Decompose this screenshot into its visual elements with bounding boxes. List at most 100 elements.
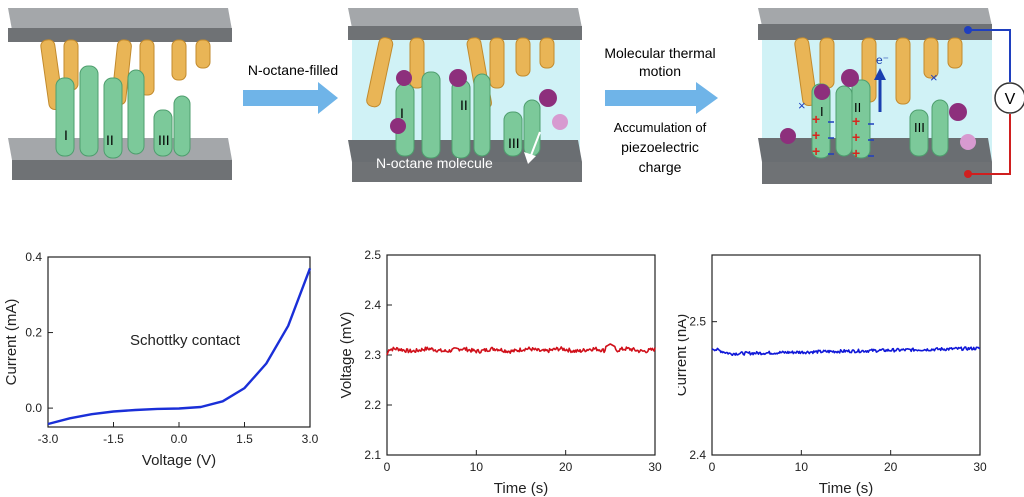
octane-molecule xyxy=(390,118,406,134)
series-line xyxy=(47,267,312,426)
x-axis-label: Time (s) xyxy=(494,480,548,497)
y-axis-label: Voltage (mV) xyxy=(338,312,355,399)
wire-top xyxy=(968,29,1011,82)
nanofiber-array-octane: I II III N-octane molecule xyxy=(348,8,582,182)
svg-text:+: + xyxy=(852,113,860,129)
octane-molecule xyxy=(841,69,859,87)
arrow-label: piezoelectric xyxy=(621,139,699,155)
top-plate-side xyxy=(348,26,582,40)
fiber-label: III xyxy=(508,135,520,151)
gold-fiber xyxy=(366,37,394,108)
octane-molecule xyxy=(780,128,796,144)
nanofiber-array-charged: I II III +++ +++ × × e⁻ V xyxy=(758,8,1024,184)
x-axis-label: Voltage (V) xyxy=(142,452,216,469)
green-fiber xyxy=(103,77,123,159)
x-tick-label: 1.5 xyxy=(236,432,253,446)
octane-molecule xyxy=(960,134,976,150)
x-tick-label: 0.0 xyxy=(171,432,188,446)
fiber-label: II xyxy=(106,132,114,148)
top-plate xyxy=(8,8,232,30)
fiber-label: II xyxy=(460,97,468,113)
y-tick-label: 0.4 xyxy=(25,250,42,264)
svg-text:+: + xyxy=(852,145,860,161)
gold-fiber xyxy=(195,39,211,69)
y-tick-label: 2.5 xyxy=(364,248,381,262)
x-tick-label: -3.0 xyxy=(38,432,59,446)
cross-mark: × xyxy=(930,70,938,85)
y-axis-label: Current (nA) xyxy=(678,314,690,397)
octane-molecule xyxy=(552,114,568,130)
green-fiber xyxy=(173,95,191,157)
green-fiber xyxy=(55,77,75,157)
negative-charges xyxy=(828,121,874,157)
electron-arrow-head xyxy=(874,68,886,80)
green-fiber xyxy=(909,109,929,157)
plot-frame xyxy=(711,254,981,456)
x-tick-label: 10 xyxy=(795,460,809,474)
svg-text:+: + xyxy=(812,127,820,143)
wire-bottom xyxy=(968,114,1011,175)
molecule-label: N-octane molecule xyxy=(376,155,493,171)
fiber-label: I xyxy=(64,127,68,143)
x-tick-label: 0 xyxy=(384,460,391,474)
bottom-plate-side xyxy=(352,162,582,182)
top-plate-side xyxy=(8,28,232,42)
octane-molecule xyxy=(539,89,557,107)
green-fiber xyxy=(127,69,145,155)
x-tick-label: 20 xyxy=(884,460,898,474)
arrow-label: Accumulation of xyxy=(614,120,707,135)
fiber-label: I xyxy=(400,105,404,121)
arrow-label: N-octane-filled xyxy=(248,62,338,78)
y-tick-label: 2.4 xyxy=(364,298,381,312)
electron-label: e⁻ xyxy=(876,53,889,67)
gold-fiber xyxy=(489,37,505,89)
green-fiber xyxy=(811,83,831,159)
positive-charges: +++ +++ xyxy=(812,111,860,161)
molecule-pointer-head xyxy=(524,152,536,164)
x-tick-label: 20 xyxy=(559,460,573,474)
voltmeter xyxy=(994,82,1024,114)
molecule-pointer xyxy=(529,131,541,159)
x-tick-label: 30 xyxy=(973,460,987,474)
bottom-terminal xyxy=(964,170,972,178)
top-plate xyxy=(758,8,992,26)
top-plate xyxy=(348,8,582,28)
x-tick-label: 3.0 xyxy=(302,432,319,446)
green-fiber xyxy=(503,111,523,157)
gold-fiber xyxy=(947,37,963,69)
x-tick-label: -1.5 xyxy=(103,432,124,446)
chart-annotation: Schottky contact xyxy=(130,332,241,349)
octane-molecule xyxy=(814,84,830,100)
voltmeter-label: V xyxy=(1005,91,1016,108)
y-tick-label: 2.4 xyxy=(689,448,706,462)
y-tick-label: 0.0 xyxy=(25,401,42,415)
schematic-diagram: I II III N-octane-filled I II III xyxy=(8,8,1024,184)
green-fiber xyxy=(523,99,541,157)
plot-frame xyxy=(386,254,656,456)
series-line xyxy=(386,343,656,356)
green-fiber xyxy=(421,71,441,159)
gold-fiber xyxy=(409,37,425,89)
y-axis-label: Current (mA) xyxy=(3,299,20,386)
process-arrow-right xyxy=(243,82,338,114)
y-tick-label: 2.3 xyxy=(364,348,381,362)
arrow-label: motion xyxy=(639,63,681,79)
x-tick-label: 0 xyxy=(709,460,716,474)
cross-mark: × xyxy=(798,98,806,113)
process-arrow-right xyxy=(605,82,718,114)
svg-text:+: + xyxy=(852,129,860,145)
bottom-plate-side xyxy=(12,160,232,180)
x-tick-label: 10 xyxy=(470,460,484,474)
fiber-label: III xyxy=(914,120,925,135)
y-tick-label: 2.5 xyxy=(689,315,706,329)
arrow-label: charge xyxy=(639,159,682,175)
y-tick-label: 2.1 xyxy=(364,448,381,462)
gold-fiber xyxy=(923,37,939,79)
green-fiber xyxy=(851,79,871,159)
green-fiber xyxy=(931,99,949,157)
gold-fiber xyxy=(819,37,835,89)
octane-molecule xyxy=(949,103,967,121)
